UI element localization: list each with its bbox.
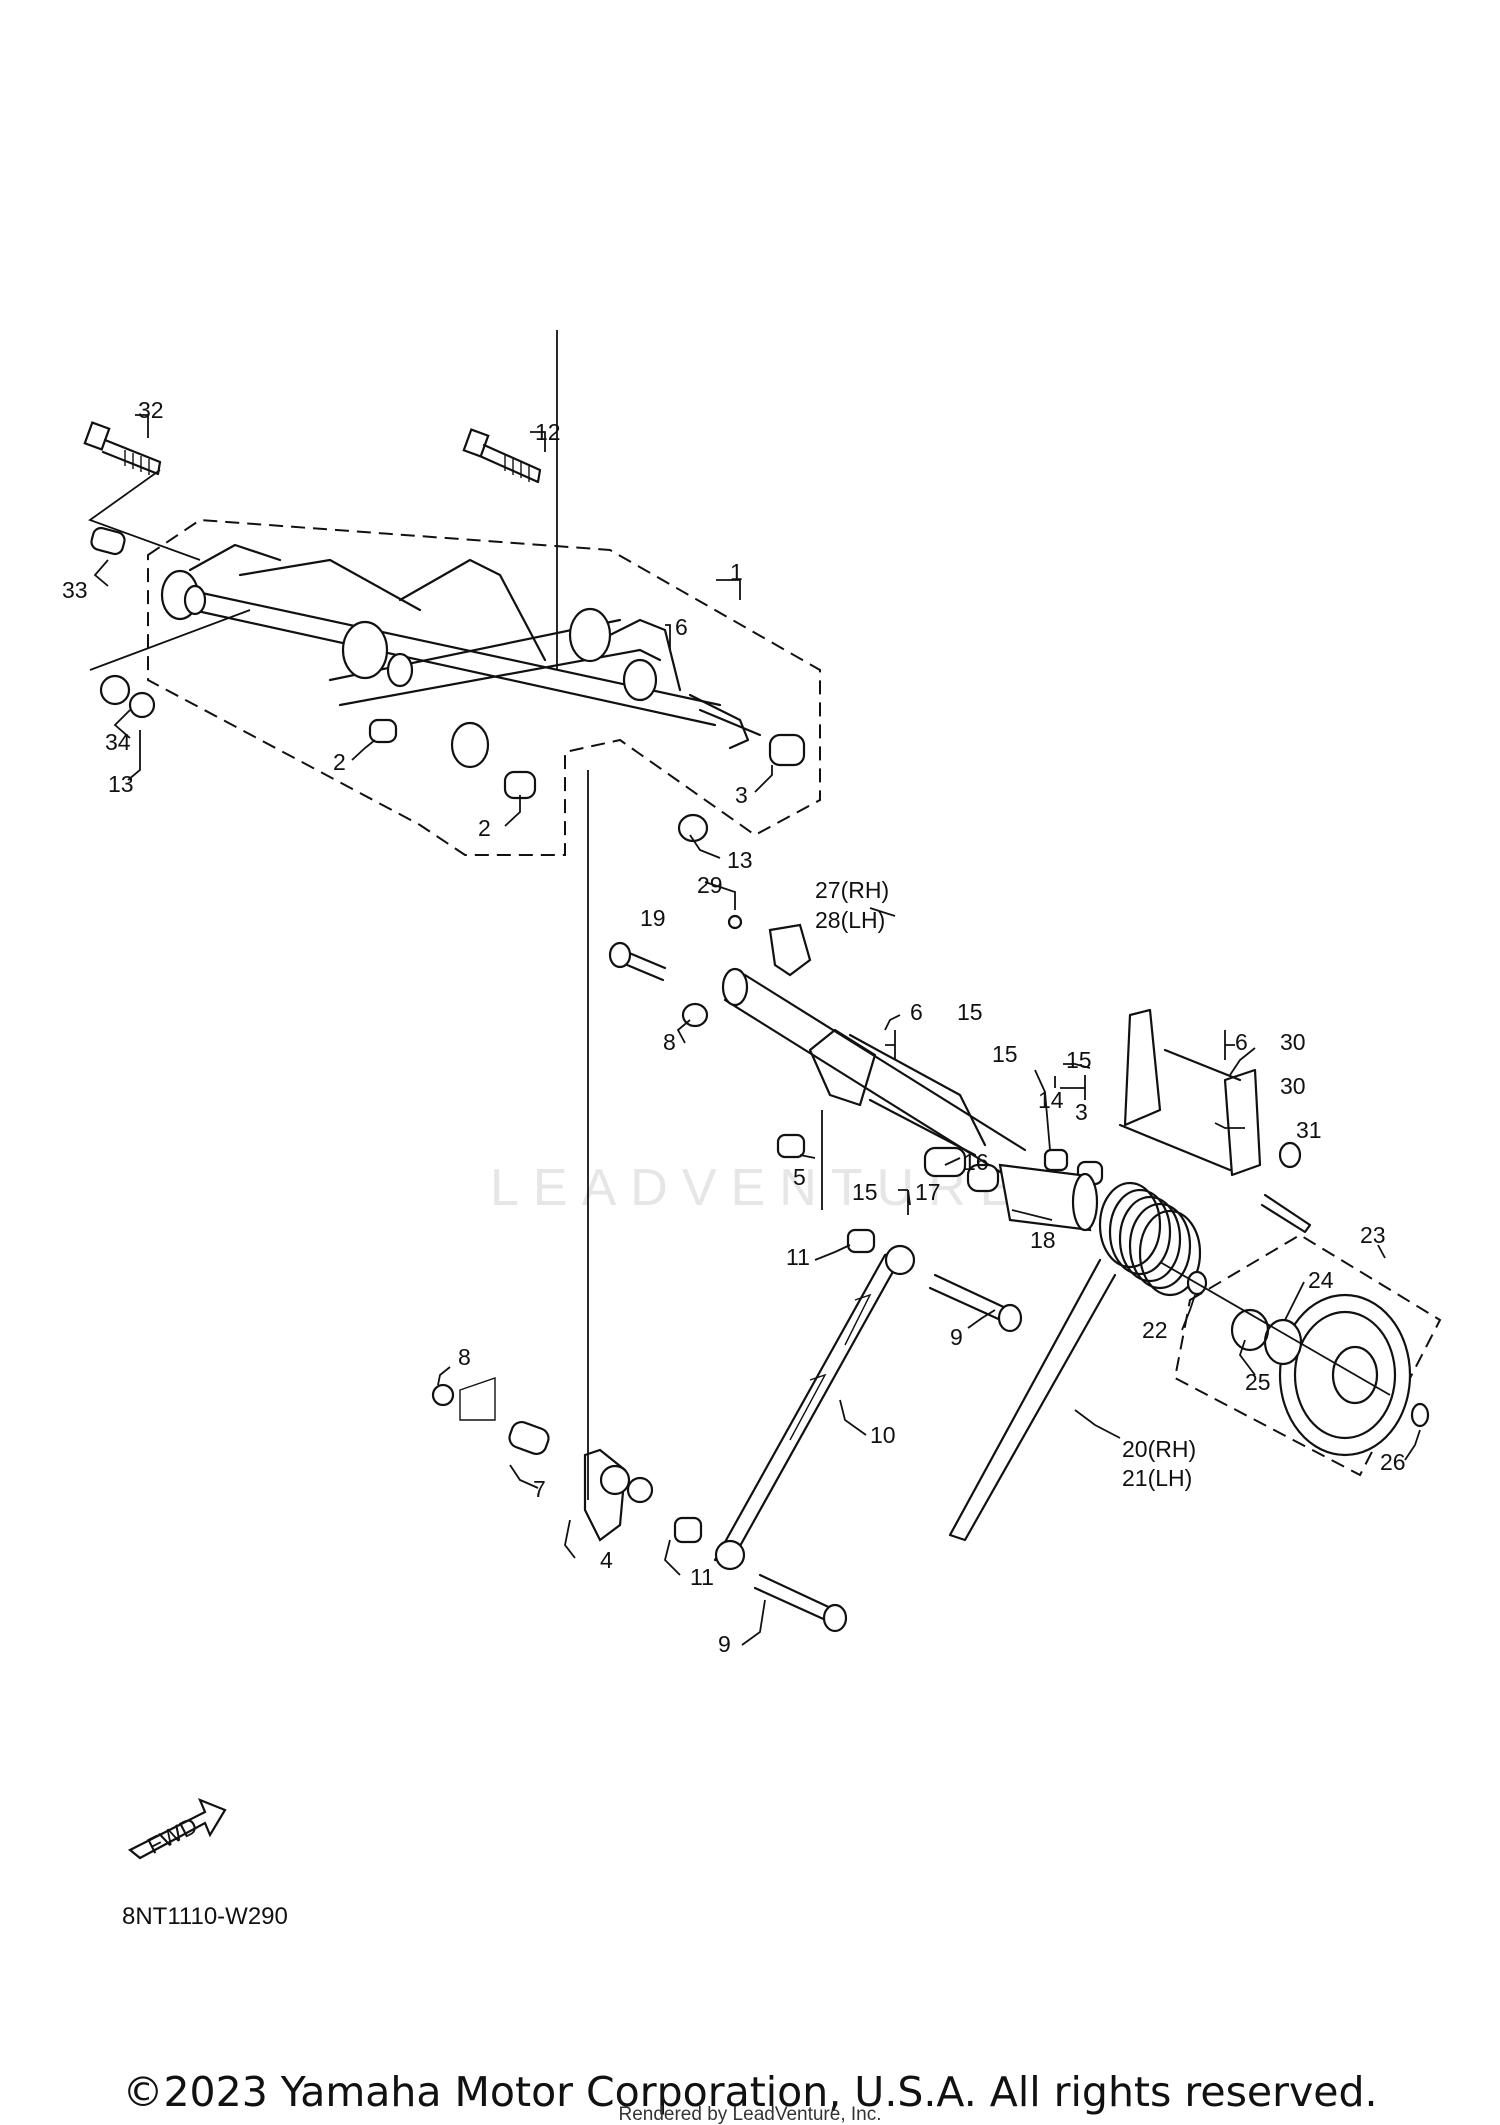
callout-leaders: [93, 414, 1421, 1646]
fwd-arrow-icon: FWD: [127, 1798, 227, 1860]
callout-3-mid: 3: [1075, 1099, 1088, 1125]
callout-14: 14: [1038, 1087, 1064, 1113]
callout-2-left: 2: [333, 749, 346, 775]
callout-26: 26: [1380, 1449, 1406, 1475]
callout-8-mid: 8: [663, 1029, 676, 1055]
callout-6-mid: 6: [910, 999, 923, 1025]
pivot-shaft-assembly: [608, 914, 1312, 1234]
callout-1: 1: [730, 559, 743, 585]
callout-5: 5: [793, 1164, 806, 1190]
lower-link-arm: [673, 1228, 1023, 1633]
callout-30-b: 30: [1280, 1073, 1306, 1099]
callout-17: 17: [915, 1179, 941, 1205]
callout-25: 25: [1245, 1369, 1271, 1395]
callout-9-lower: 9: [718, 1631, 731, 1657]
callout-labels: 32 12 33 1 6 34 13 2 2 3 13 29 27(RH) 28…: [62, 397, 1406, 1657]
nut-13-lower: [677, 813, 709, 843]
callout-23: 23: [1360, 1222, 1386, 1248]
lower-pivot-bracket: [431, 770, 654, 1542]
fwd-label: FWD: [143, 1812, 201, 1859]
callout-34: 34: [105, 729, 131, 755]
rendered-by-credit: Rendered by LeadVenture, Inc.: [618, 2104, 882, 2125]
callout-9-upper: 9: [950, 1324, 963, 1350]
callout-11-upper: 11: [786, 1244, 810, 1270]
callout-7: 7: [533, 1476, 546, 1502]
callout-3-top: 3: [735, 782, 748, 808]
collar-33: [90, 526, 126, 556]
callout-4: 4: [600, 1547, 613, 1573]
diagram-code: 8NT1110-W290: [122, 1903, 288, 1930]
callout-6-top: 6: [675, 614, 688, 640]
callout-15-a: 15: [957, 999, 983, 1025]
callout-15-b: 15: [992, 1041, 1018, 1067]
callout-21-lh: 21(LH): [1122, 1465, 1192, 1491]
idler-wheel-assembly: [1159, 1233, 1442, 1477]
callout-30-a: 30: [1280, 1029, 1306, 1055]
suspension-arm-assembly: [147, 330, 821, 856]
callout-32: 32: [138, 397, 164, 423]
callout-15-d: 15: [852, 1179, 878, 1205]
callout-33: 33: [62, 577, 88, 603]
bushings-2: [368, 718, 537, 800]
bolt-12: [462, 428, 542, 484]
callout-31: 31: [1296, 1117, 1322, 1143]
washer-nut-34-13: [89, 609, 251, 719]
callout-13-left: 13: [108, 771, 134, 797]
callout-27-rh: 27(RH): [815, 877, 889, 903]
callout-11-lower: 11: [690, 1564, 714, 1590]
callout-19: 19: [640, 905, 666, 931]
callout-2-right: 2: [478, 815, 491, 841]
torsion-spring: [948, 1181, 1202, 1542]
callout-16: 16: [963, 1149, 989, 1175]
callout-18: 18: [1030, 1227, 1056, 1253]
callout-28-lh: 28(LH): [815, 907, 885, 933]
copyright-notice: ©2023 Yamaha Motor Corporation, U.S.A. A…: [122, 2068, 1378, 2116]
collar-3-upper: [768, 733, 806, 767]
callout-13-right: 13: [727, 847, 753, 873]
callout-15-c: 15: [1066, 1047, 1092, 1073]
callout-12: 12: [535, 419, 561, 445]
callout-8-lower: 8: [458, 1344, 471, 1370]
callout-24: 24: [1308, 1267, 1334, 1293]
bolt-32: [83, 421, 201, 561]
callout-20-rh: 20(RH): [1122, 1436, 1196, 1462]
callout-22: 22: [1142, 1317, 1168, 1343]
callout-29: 29: [697, 872, 723, 898]
callout-10: 10: [870, 1422, 896, 1448]
callout-6-right: 6: [1235, 1029, 1248, 1055]
